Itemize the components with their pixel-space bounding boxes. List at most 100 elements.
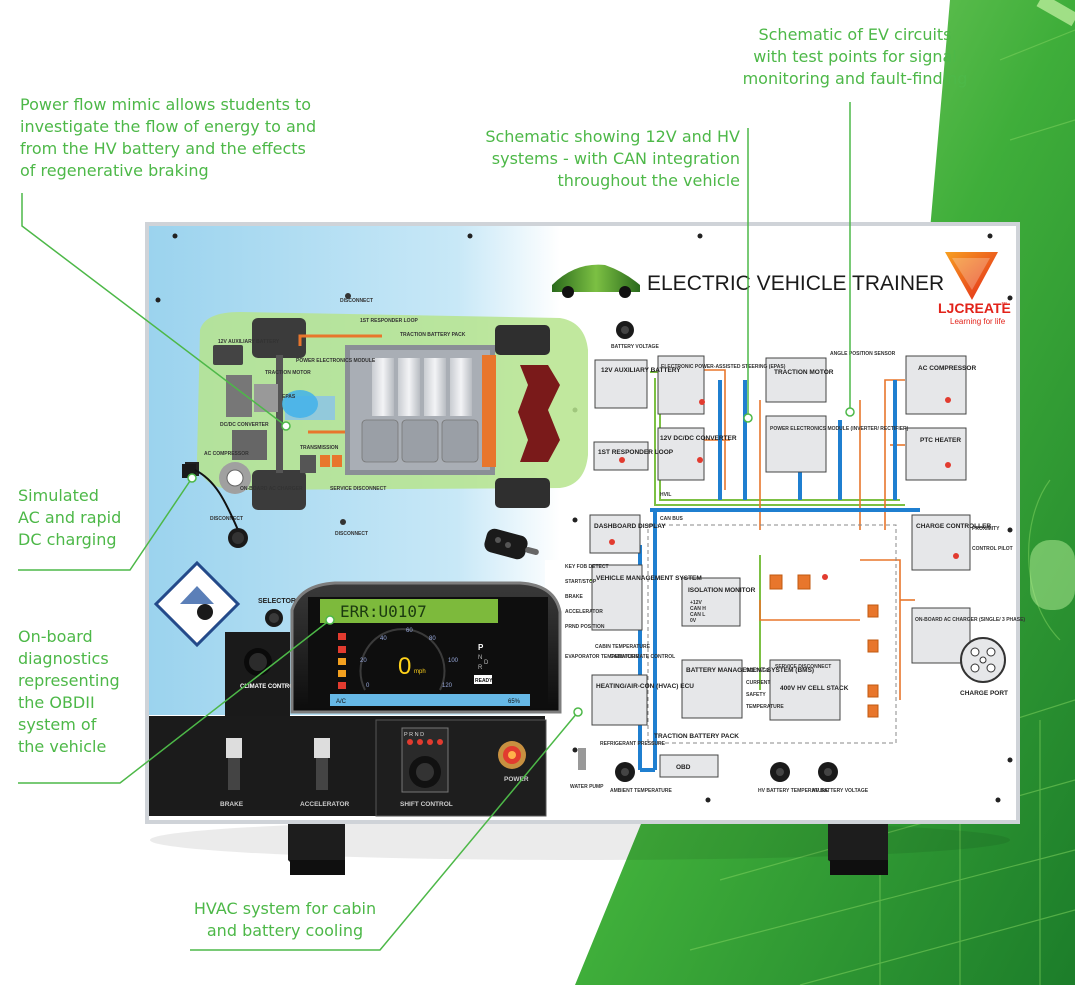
svg-text:VEHICLE MANAGEMENT SYSTEM: VEHICLE MANAGEMENT SYSTEM xyxy=(596,575,702,582)
ac-compressor-box xyxy=(905,355,967,415)
svg-text:+12V: +12V xyxy=(690,600,702,606)
svg-text:ANGLE POSITION SENSOR: ANGLE POSITION SENSOR xyxy=(830,351,896,357)
mimic-ac-compressor-label: AC COMPRESSOR xyxy=(204,451,249,457)
svg-text:EVAPORATOR TEMPERATURE: EVAPORATOR TEMPERATURE xyxy=(565,654,639,660)
responder-loop-box xyxy=(593,441,649,471)
power-button[interactable] xyxy=(498,741,526,769)
svg-text:CAN BUS: CAN BUS xyxy=(660,516,683,522)
svg-text:PTC HEATER: PTC HEATER xyxy=(920,437,961,444)
brand-tagline: Learning for life xyxy=(950,317,1006,326)
traction-pack-boundary xyxy=(647,524,897,744)
gear-d: D xyxy=(484,660,489,666)
svg-text:0: 0 xyxy=(366,683,370,689)
climate-knob[interactable] xyxy=(225,632,290,716)
callout-obd: On-board diagnostics representing the OB… xyxy=(18,627,120,756)
svg-text:BRAKE: BRAKE xyxy=(565,594,583,600)
shift-control-label: SHIFT CONTROL xyxy=(400,801,453,808)
svg-text:CONTROL PILOT: CONTROL PILOT xyxy=(972,546,1013,552)
svg-text:120: 120 xyxy=(442,683,453,689)
header-car-image xyxy=(552,264,640,298)
svg-text:SAFETY: SAFETY xyxy=(746,692,766,698)
onboard-charger-box xyxy=(911,607,971,664)
svg-text:VOLTAGE: VOLTAGE xyxy=(746,668,770,674)
svg-text:AC COMPRESSOR: AC COMPRESSOR xyxy=(918,365,976,372)
brand-trademark: ™ xyxy=(1001,301,1007,308)
svg-text:CAN H: CAN H xyxy=(690,606,706,612)
isolation-monitor-box xyxy=(681,577,741,627)
aux-battery-box xyxy=(594,359,648,409)
svg-text:12V DC/DC CONVERTER: 12V DC/DC CONVERTER xyxy=(660,435,737,442)
selector-knob[interactable] xyxy=(265,609,283,627)
svg-text:ELECTRONIC POWER-ASSISTED STEE: ELECTRONIC POWER-ASSISTED STEERING (EPAS… xyxy=(661,364,786,370)
svg-text:ISOLATION MONITOR: ISOLATION MONITOR xyxy=(688,587,756,594)
svg-text:OBD: OBD xyxy=(676,764,691,771)
mimic-dcdc-label: DC/DC CONVERTER xyxy=(220,422,269,428)
svg-text:1ST RESPONDER LOOP: 1ST RESPONDER LOOP xyxy=(598,449,674,456)
charge-controller-box xyxy=(911,514,971,571)
shift-selector[interactable] xyxy=(401,727,449,793)
error-code-text: ERR:U0107 xyxy=(340,602,427,621)
cell-stack-box xyxy=(769,659,841,721)
mimic-aux-battery-label: 12V AUXILIARY BATTERY xyxy=(218,339,280,345)
dashboard-display-box xyxy=(589,514,641,554)
brake-pedal[interactable] xyxy=(226,738,242,790)
key-fob-icon[interactable] xyxy=(483,527,540,561)
mimic-responder-loop-label: 1ST RESPONDER LOOP xyxy=(360,318,418,324)
mimic-disconnect-top-label: DISCONNECT xyxy=(340,298,373,304)
charging-connectors xyxy=(182,464,248,548)
svg-text:PRND POSITION: PRND POSITION xyxy=(565,624,605,630)
svg-text:100: 100 xyxy=(448,658,459,664)
speed-unit: mph xyxy=(414,669,426,675)
ev-schematic xyxy=(578,321,1006,782)
power-label: POWER xyxy=(504,776,529,783)
hv-warning-sign xyxy=(153,560,241,648)
ac-indicator: A/C xyxy=(336,699,347,705)
charge-port-icon[interactable] xyxy=(960,637,1006,683)
callout-power-flow: Power flow mimic allows students to inve… xyxy=(20,95,317,180)
svg-text:POWER ELECTRONICS MODULE (INVE: POWER ELECTRONICS MODULE (INVERTER/ RECT… xyxy=(770,426,909,432)
epas-box xyxy=(657,355,705,415)
traction-motor-box xyxy=(765,357,827,403)
svg-text:0V: 0V xyxy=(690,618,697,624)
callout-dots xyxy=(187,407,855,717)
svg-text:START/STOP: START/STOP xyxy=(565,579,597,585)
speed-value: 0 xyxy=(398,653,411,680)
dial-ticks: 0 20 40 60 80 100 120 xyxy=(360,628,459,689)
mimic-epas-label: EPAS xyxy=(282,394,296,400)
mimic-disconnect-left-label: DISCONNECT xyxy=(210,516,243,522)
callout-leaders xyxy=(18,102,851,951)
svg-text:400V HV CELL STACK: 400V HV CELL STACK xyxy=(780,685,849,692)
ready-indicator: READY xyxy=(475,678,493,684)
gear-n: N xyxy=(478,655,482,661)
svg-text:DASHBOARD DISPLAY: DASHBOARD DISPLAY xyxy=(594,523,666,530)
svg-text:12V AUXILIARY BATTERY: 12V AUXILIARY BATTERY xyxy=(601,367,681,374)
mimic-pem-label: POWER ELECTRONICS MODULE xyxy=(296,358,376,364)
mimic-onboard-charger-label: ON-BOARD AC CHARGER xyxy=(240,486,303,492)
warning-lamps xyxy=(338,633,346,689)
obd-box xyxy=(659,754,719,778)
mimic-traction-pack-label: TRACTION BATTERY PACK xyxy=(400,332,466,338)
svg-text:60: 60 xyxy=(406,628,413,634)
shift-gears-label: P R N D xyxy=(404,732,424,738)
svg-text:TRACTION MOTOR: TRACTION MOTOR xyxy=(774,369,834,376)
callout-schematic-12v-hv: Schematic showing 12V and HV systems - w… xyxy=(485,127,740,190)
svg-text:CAN L: CAN L xyxy=(690,612,705,618)
accelerator-pedal[interactable] xyxy=(314,738,330,790)
car-mimic: 12V AUXILIARY BATTERY DC/DC CONVERTER TR… xyxy=(185,293,588,537)
vms-box xyxy=(591,564,643,631)
callout-schematic-ev: Schematic of EV circuits with test point… xyxy=(742,25,968,88)
panel-title: ELECTRIC VEHICLE TRAINER xyxy=(647,272,944,295)
callout-charging: Simulated AC and rapid DC charging xyxy=(18,486,122,549)
svg-text:CABIN CLIMATE CONTROL: CABIN CLIMATE CONTROL xyxy=(610,654,675,660)
svg-text:WATER PUMP: WATER PUMP xyxy=(570,784,604,790)
svg-text:CHARGE PORT: CHARGE PORT xyxy=(960,690,1008,697)
svg-text:CABIN TEMPERATURE: CABIN TEMPERATURE xyxy=(595,644,651,650)
bms-box xyxy=(681,659,743,719)
climate-label: CLIMATE CONTROL xyxy=(240,684,298,690)
brake-label: BRAKE xyxy=(220,801,244,808)
selector-label: SELECTOR xyxy=(258,598,296,605)
svg-text:HVIL: HVIL xyxy=(660,492,671,498)
gear-p: P xyxy=(478,643,484,652)
svg-text:REFRIGERANT PRESSURE: REFRIGERANT PRESSURE xyxy=(600,741,666,747)
svg-text:80: 80 xyxy=(429,636,436,642)
